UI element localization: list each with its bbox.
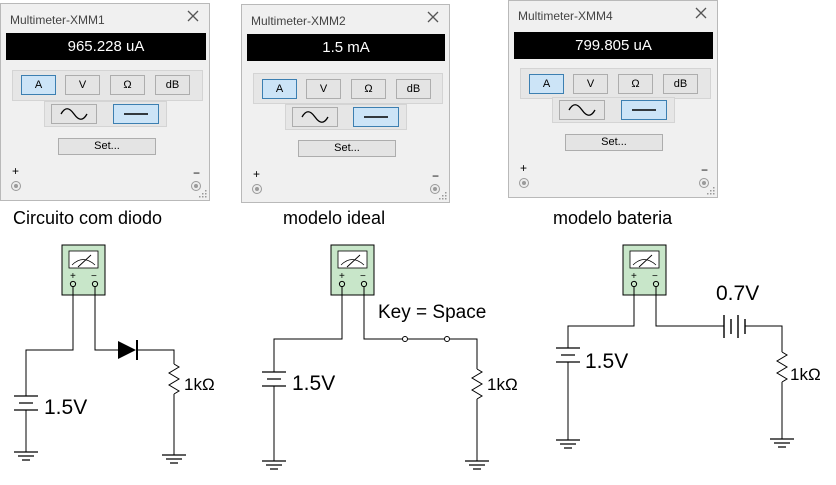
circuit-caption-diode: Circuito com diodo xyxy=(13,208,163,228)
resistor-symbol[interactable] xyxy=(776,351,788,383)
voltmeter-mode-button[interactable]: V xyxy=(65,75,100,95)
decibel-mode-button[interactable]: dB xyxy=(155,75,190,95)
mode-button-group: A V Ω dB xyxy=(12,70,203,101)
circuit-ideal: + − 1.5V 1kΩ Key = Space xyxy=(261,244,518,470)
sine-wave-icon xyxy=(60,108,88,120)
battery-symbol[interactable] xyxy=(723,315,746,338)
negative-terminal-label: − xyxy=(701,163,709,177)
meter-plus-label: + xyxy=(631,271,637,282)
decibel-mode-button[interactable]: dB xyxy=(663,74,698,94)
diode-symbol[interactable] xyxy=(118,341,136,359)
resize-grip-icon[interactable] xyxy=(198,189,207,198)
ohmmeter-mode-button[interactable]: Ω xyxy=(351,79,386,99)
meter-plus-label: + xyxy=(339,271,345,282)
circuit-caption-ideal: modelo ideal xyxy=(283,208,386,228)
battery-voltage-label: 0.7V xyxy=(716,282,759,305)
dc-mode-button[interactable] xyxy=(353,107,399,127)
meter-plus-label: + xyxy=(70,271,76,282)
switch-symbol[interactable] xyxy=(402,336,450,342)
ohmmeter-mode-button[interactable]: Ω xyxy=(110,75,145,95)
negative-terminal[interactable] xyxy=(699,178,709,188)
dc-line-icon xyxy=(364,116,388,118)
settings-button[interactable]: Set... xyxy=(58,138,156,155)
close-icon[interactable] xyxy=(693,5,709,21)
sine-wave-icon xyxy=(301,111,329,123)
multimeter-display: 799.805 uA xyxy=(514,32,713,59)
resistor-value-label: 1kΩ xyxy=(184,375,215,394)
negative-terminal-label: − xyxy=(432,169,440,183)
ac-mode-button[interactable] xyxy=(51,104,97,124)
resistor-value-label: 1kΩ xyxy=(487,375,518,394)
dc-source-symbol[interactable] xyxy=(14,395,38,411)
positive-terminal[interactable] xyxy=(11,181,21,191)
positive-terminal-label: + xyxy=(520,161,528,175)
ground-icon xyxy=(161,454,187,464)
dc-source-symbol[interactable] xyxy=(262,371,286,387)
signal-type-group xyxy=(285,104,407,130)
settings-button[interactable]: Set... xyxy=(298,140,396,157)
ac-mode-button[interactable] xyxy=(292,107,338,127)
signal-type-group xyxy=(552,97,675,123)
mode-button-group: A V Ω dB xyxy=(520,68,711,99)
ground-icon xyxy=(464,460,490,470)
circuit-diode: + − 1.5V 1kΩ xyxy=(13,244,215,464)
settings-button[interactable]: Set... xyxy=(565,134,663,151)
dc-line-icon xyxy=(124,113,148,115)
ground-icon xyxy=(13,451,39,461)
meter-minus-label: − xyxy=(91,271,97,282)
meter-minus-label: − xyxy=(652,271,658,282)
multimeter-title: Multimeter-XMM4 xyxy=(518,9,613,23)
multimeter-title: Multimeter-XMM1 xyxy=(10,13,105,27)
multimeter-display: 965.228 uA xyxy=(6,33,206,60)
positive-terminal-label: + xyxy=(12,164,20,178)
ground-icon xyxy=(261,460,287,470)
multimeter-icon[interactable] xyxy=(622,244,667,296)
meter-minus-label: − xyxy=(360,271,366,282)
circuit-caption-battery: modelo bateria xyxy=(553,208,673,228)
close-icon[interactable] xyxy=(185,8,201,24)
close-icon[interactable] xyxy=(425,9,441,25)
ammeter-mode-button[interactable]: A xyxy=(529,74,564,94)
circuit-battery: + − 1.5V 1kΩ 0.7V xyxy=(555,244,821,449)
voltmeter-mode-button[interactable]: V xyxy=(573,74,608,94)
multimeter-display: 1.5 mA xyxy=(247,34,445,61)
dc-mode-button[interactable] xyxy=(113,104,159,124)
source-voltage-label: 1.5V xyxy=(292,372,335,395)
multimeter-panel-xmm1: Multimeter-XMM1 965.228 uA A V Ω dB Set.… xyxy=(0,3,210,201)
sine-wave-icon xyxy=(568,104,596,116)
ac-mode-button[interactable] xyxy=(559,100,605,120)
positive-terminal[interactable] xyxy=(252,184,262,194)
resize-grip-icon[interactable] xyxy=(706,186,715,195)
source-voltage-label: 1.5V xyxy=(585,350,628,373)
ammeter-mode-button[interactable]: A xyxy=(262,79,297,99)
switch-key-label: Key = Space xyxy=(378,302,486,323)
multimeter-title: Multimeter-XMM2 xyxy=(251,14,346,28)
signal-type-group xyxy=(44,101,167,127)
ohmmeter-mode-button[interactable]: Ω xyxy=(618,74,653,94)
decibel-mode-button[interactable]: dB xyxy=(396,79,431,99)
positive-terminal-label: + xyxy=(253,167,261,181)
dc-line-icon xyxy=(632,109,656,111)
multimeter-panel-xmm4: Multimeter-XMM4 799.805 uA A V Ω dB Set.… xyxy=(508,0,718,198)
negative-terminal[interactable] xyxy=(191,181,201,191)
dc-mode-button[interactable] xyxy=(621,100,667,120)
multimeter-icon[interactable] xyxy=(61,244,106,296)
resistor-symbol[interactable] xyxy=(168,363,180,395)
voltmeter-mode-button[interactable]: V xyxy=(306,79,341,99)
source-voltage-label: 1.5V xyxy=(44,396,87,419)
resistor-symbol[interactable] xyxy=(471,368,483,400)
resize-grip-icon[interactable] xyxy=(438,191,447,200)
ground-icon xyxy=(555,439,581,449)
ammeter-mode-button[interactable]: A xyxy=(21,75,56,95)
multimeter-icon[interactable] xyxy=(330,244,375,296)
positive-terminal[interactable] xyxy=(519,178,529,188)
dc-source-symbol[interactable] xyxy=(556,347,580,363)
resistor-value-label: 1kΩ xyxy=(790,365,821,384)
negative-terminal-label: − xyxy=(193,166,201,180)
ground-icon xyxy=(769,438,795,448)
mode-button-group: A V Ω dB xyxy=(253,73,443,104)
negative-terminal[interactable] xyxy=(430,184,440,194)
multimeter-panel-xmm2: Multimeter-XMM2 1.5 mA A V Ω dB Set... +… xyxy=(241,4,450,203)
